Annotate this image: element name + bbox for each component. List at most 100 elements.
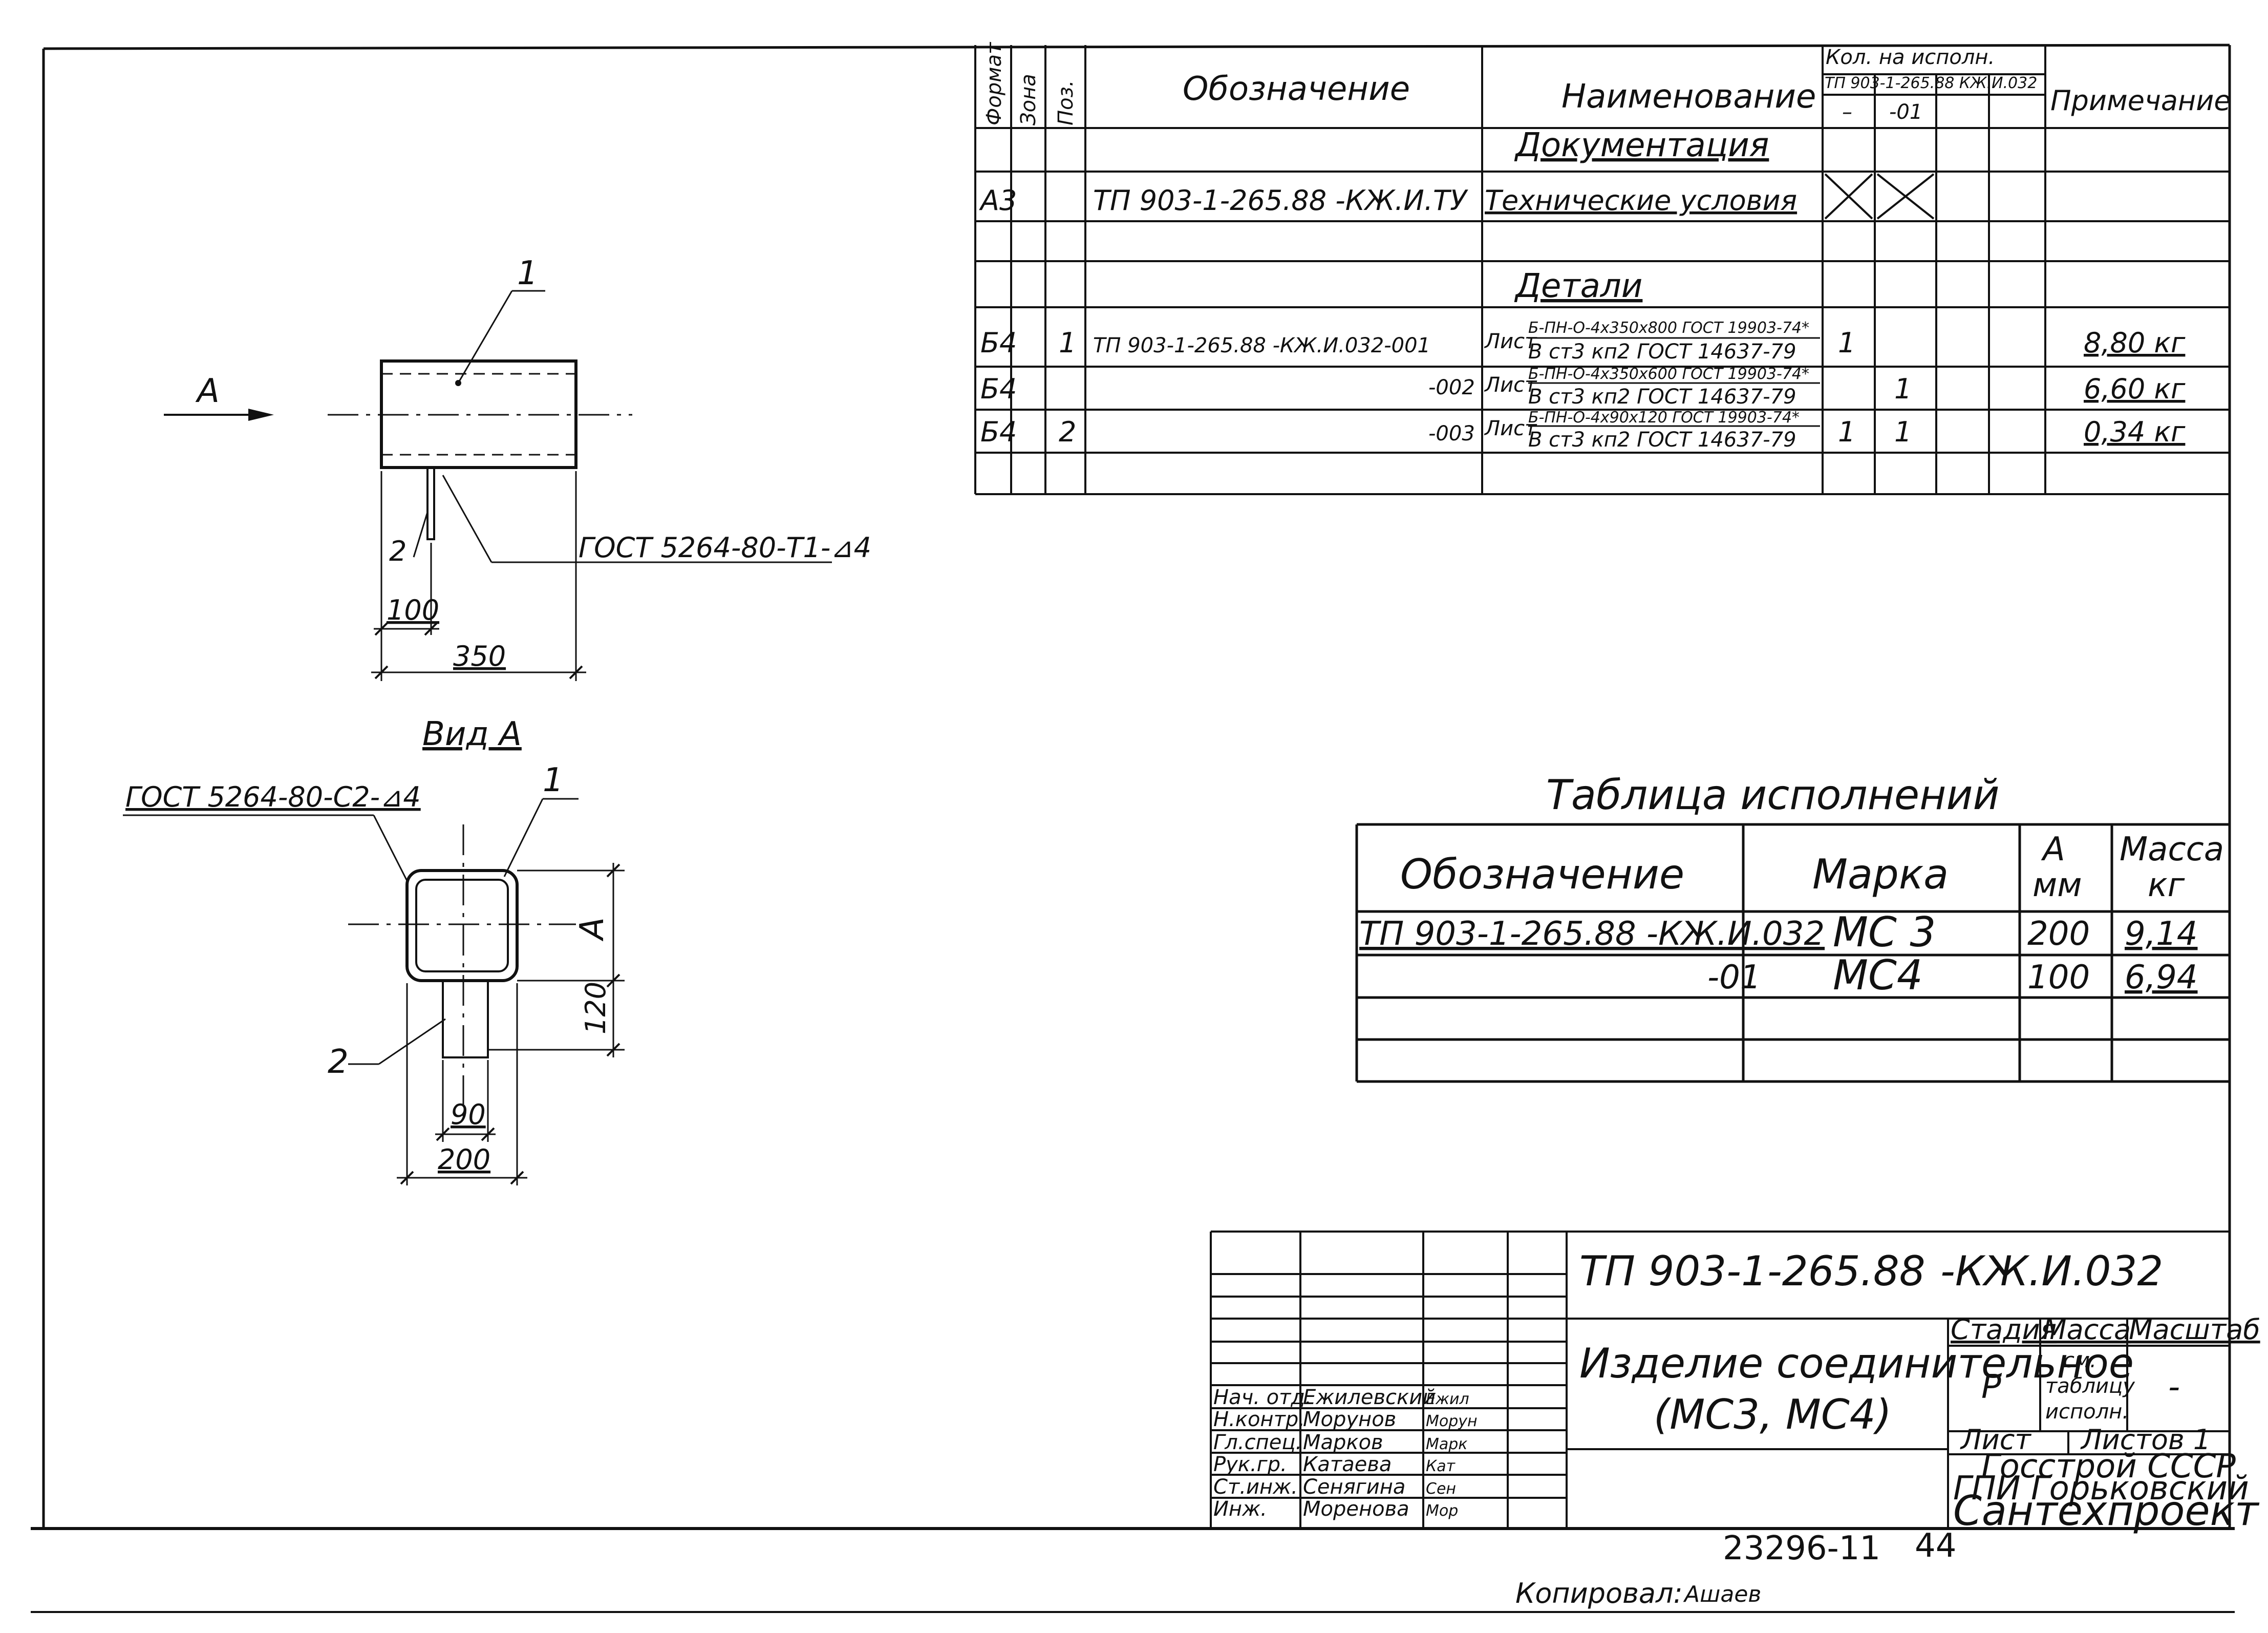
header-pos: Поз.: [1054, 80, 1078, 125]
person-name: Моренова: [1303, 1497, 1409, 1521]
front-view: [164, 290, 832, 681]
variants-header-mass-unit: кг: [2148, 866, 2185, 904]
variants-row1-a: 200: [2027, 915, 2090, 953]
callout-view-2: 2: [328, 1043, 349, 1081]
signature: Сен: [1426, 1480, 1456, 1498]
row1-name: Технические условия: [1485, 184, 1797, 217]
callout-part-2: 2: [389, 535, 406, 567]
title-doc-suffix: -КЖ.И.032: [1940, 1247, 2163, 1295]
signature: Мор: [1426, 1502, 1458, 1520]
row2-qty1: 1: [1838, 327, 1855, 359]
title-header-scale: Масштаб: [2129, 1313, 2260, 1346]
view-a: [123, 798, 625, 1185]
signature: Марк: [1426, 1435, 1467, 1453]
header-format: Формат: [982, 41, 1006, 125]
variants-row1-designation: ТП 903-1-265.88 -КЖ.И.032: [1359, 915, 1825, 953]
row2-note: 8,80 кг: [2084, 327, 2186, 359]
row4-designation: -003: [1428, 422, 1475, 446]
signature: Морун: [1426, 1412, 1478, 1430]
row3-format: Б4: [980, 373, 1017, 405]
dimension-200: 200: [438, 1143, 490, 1176]
section-details: Детали: [1514, 267, 1642, 305]
variants-row2-mark: МС4: [1833, 951, 1923, 999]
header-qty: Кол. на исполн.: [1826, 46, 1995, 69]
specification-table: Формат Зона Поз. Обозначение Наименовани…: [974, 41, 2231, 495]
header-qty-col1: –: [1842, 100, 1852, 124]
variants-header-mass: Масса: [2120, 831, 2224, 868]
title-org-line3: Сантехпроект: [1953, 1487, 2260, 1535]
role-chief-specialist: Гл.спец.: [1213, 1431, 1302, 1454]
dimension-a: А: [573, 917, 611, 942]
row4-qty1: 1: [1838, 416, 1855, 448]
header-qty-col2: -01: [1889, 100, 1922, 124]
title-mass-line3: исполн.: [2045, 1400, 2129, 1424]
row2-format: Б4: [980, 327, 1017, 359]
row2-name-bottom: В ст3 кп2 ГОСТ 14637-79: [1528, 340, 1796, 364]
copied-by-signature: Ашаев: [1683, 1581, 1761, 1607]
title-item-name: Изделие соединительное: [1579, 1340, 2134, 1387]
title-item-marks: (МС3, МС4): [1654, 1391, 1892, 1438]
row3-name-top: Б-ПН-О-4х350х600 ГОСТ 19903-74*: [1528, 365, 1809, 383]
variants-title: Таблица исполнений: [1546, 771, 1999, 819]
row3-note: 6,60 кг: [2084, 373, 2186, 405]
dimension-100: 100: [387, 594, 439, 626]
view-a-title: Вид А: [422, 715, 522, 753]
signature: Кат: [1426, 1457, 1456, 1475]
row4-name-prefix: Лист: [1484, 417, 1537, 440]
page-number: 44: [1915, 1527, 1956, 1565]
row1-designation: ТП 903-1-265.88 -КЖ.И.ТУ: [1093, 184, 1468, 217]
crossed-cell: [1824, 173, 1935, 220]
title-header-mass: Масса: [2043, 1313, 2131, 1346]
variants-header-a: А: [2041, 831, 2065, 868]
row3-name-prefix: Лист: [1484, 373, 1537, 397]
title-sheet: Лист: [1960, 1424, 2031, 1456]
role-senior-engineer: Ст.инж.: [1213, 1475, 1298, 1499]
sheet-frame: [31, 44, 2235, 1613]
row4-note: 0,34 кг: [2084, 416, 2186, 448]
person-name: Ежилевский: [1303, 1386, 1436, 1409]
row4-name-top: Б-ПН-О-4х90х120 ГОСТ 19903-74*: [1528, 409, 1800, 427]
title-mass-line1: см.: [2063, 1349, 2096, 1372]
variants-table: Таблица исполнений Обозначение Марка А м…: [1355, 771, 2230, 1083]
view-arrow-label: А: [195, 372, 220, 410]
callout-view-1: 1: [543, 761, 564, 799]
signature: Ежил: [1426, 1390, 1469, 1408]
row2-name-top: Б-ПН-О-4х350х800 ГОСТ 19903-74*: [1528, 319, 1809, 337]
callout-part-1: 1: [517, 255, 538, 292]
title-stage: Р: [1981, 1368, 2001, 1406]
variants-row1-mass: 9,14: [2125, 915, 2198, 953]
role-head-of-department: Нач. отд.: [1213, 1386, 1312, 1409]
header-name: Наименование: [1561, 78, 1816, 116]
title-sheets-count: Листов 1: [2080, 1424, 2211, 1456]
row2-designation: ТП 903-1-265.88 -КЖ.И.032-001: [1093, 334, 1430, 357]
row4-format: Б4: [980, 416, 1017, 448]
variants-row2-designation: -01: [1707, 959, 1761, 996]
header-zone: Зона: [1017, 74, 1040, 125]
role-group-leader: Рук.гр.: [1213, 1453, 1287, 1476]
row4-name-bottom: В ст3 кп2 ГОСТ 14637-79: [1528, 428, 1796, 452]
title-org-line2: ГПИ Горьковский: [1953, 1470, 2249, 1508]
person-name: Марков: [1303, 1431, 1383, 1454]
row4-pos: 2: [1059, 416, 1076, 448]
title-header-stage: Стадия: [1951, 1313, 2057, 1346]
dimension-90: 90: [451, 1098, 486, 1131]
row3-designation: -002: [1428, 376, 1475, 399]
variants-row2-a: 100: [2027, 959, 2090, 996]
header-designation: Обозначение: [1183, 70, 1410, 108]
copied-by-label: Копировал:: [1515, 1577, 1683, 1609]
row1-format: А3: [979, 184, 1017, 217]
title-org-line1: Госстрой СССР: [1981, 1448, 2236, 1486]
row4-qty2: 1: [1894, 416, 1912, 448]
header-note: Примечание: [2050, 84, 2231, 117]
title-block: ТП 903-1-265.88 -КЖ.И.032 Изделие соедин…: [1210, 1231, 2260, 1535]
variants-row1-mark: МС 3: [1833, 908, 1936, 956]
person-name: Катаева: [1303, 1453, 1392, 1476]
row2-pos: 1: [1059, 327, 1076, 359]
variants-header-a-unit: мм: [2032, 866, 2082, 904]
dimension-120: 120: [580, 982, 612, 1034]
weld-note-view: ГОСТ 5264-80-С2-⊿4: [125, 781, 421, 813]
section-documentation: Документация: [1514, 126, 1769, 164]
title-scale: -: [2168, 1368, 2180, 1406]
title-doc-code: ТП 903-1-265.88: [1579, 1247, 1925, 1295]
